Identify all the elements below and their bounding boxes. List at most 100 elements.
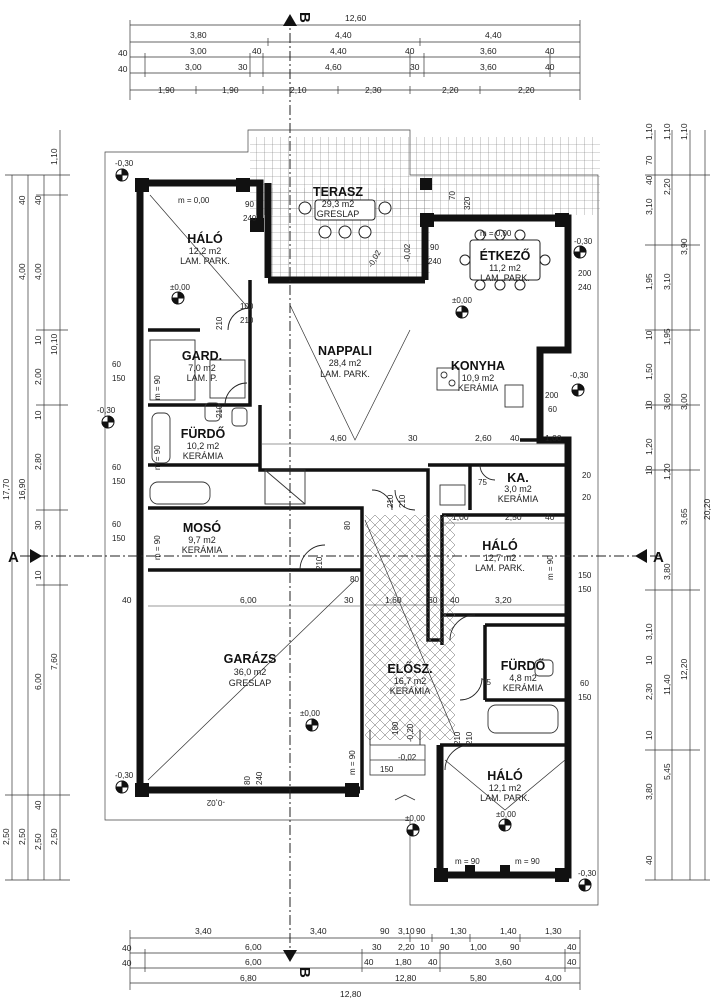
dim-total-top: 12,60 [345, 13, 367, 23]
dim-left-c1-2: 7,60 [49, 653, 59, 670]
level-marker-icon [171, 291, 185, 305]
room-area: 12,2 m2 [189, 246, 222, 256]
room-floor: KERÁMIA [458, 383, 499, 393]
column-blocks [135, 178, 569, 882]
room-area: 12,1 m2 [489, 783, 522, 793]
note-210: 210 [315, 556, 324, 570]
interior-dim: 4,60 [330, 433, 347, 443]
room-area: 10,2 m2 [187, 441, 220, 451]
level-label: -0,30 [570, 371, 589, 380]
note-150: 150 [578, 585, 592, 594]
room-moso: MOSÓ 9,7 m2 KERÁMIA [182, 520, 223, 555]
level-marker-icon [305, 718, 319, 732]
dim-bot-r4-2: 5,80 [470, 973, 487, 983]
note-20: 20 [582, 493, 591, 502]
dim-bot-r4-3: 4,00 [545, 973, 562, 983]
note-200: 200 [545, 391, 559, 400]
note-240: 240 [255, 771, 264, 785]
room-floor: KERÁMIA [390, 686, 431, 696]
entrance-steps [369, 744, 426, 801]
dim-bot-r3-6: 40 [567, 957, 577, 967]
interior-dim: 40 [122, 595, 132, 605]
dimension-labels-top: 12,60 3,80 4,40 4,40 40 3,00 40 4,40 40 … [118, 13, 555, 95]
dim-bot-r2-3: 2,20 [398, 942, 415, 952]
dim-top-r3-5: 3,60 [480, 62, 497, 72]
note-75: 75 [482, 678, 491, 687]
note-80: 80 [350, 575, 359, 584]
note-240: 240 [243, 214, 257, 223]
interior-dims-lines [148, 443, 565, 607]
room-floor: KERÁMIA [498, 494, 539, 504]
interior-dims: 6,00 4,60 30 2,60 40 1,00 3,20 1,60 60 4… [122, 433, 562, 605]
room-floor: LAM. PARK. [180, 256, 230, 266]
level-label: ±0,00 [405, 814, 426, 823]
dim-left-c1-3: 2,50 [49, 828, 59, 845]
level-marker-icon [101, 415, 115, 429]
room-area: 36,0 m2 [234, 667, 267, 677]
level-marker-icon [115, 168, 129, 182]
dim-right-c3-9: 10 [644, 465, 654, 475]
dim-right-c2-6: 3,80 [662, 563, 672, 580]
dim-bot-r3-0: 40 [122, 958, 132, 968]
dim-left-c2-5: 2,80 [33, 453, 43, 470]
room-furdo-2: FÜRDŐ 4,8 m2 KERÁMIA [501, 658, 546, 693]
room-halo-3: HÁLÓ 12,1 m2 LAM. PARK. [480, 768, 530, 803]
interior-dim: 2,50 [505, 512, 522, 522]
section-lines [20, 15, 660, 960]
level-label: -0,30 [115, 159, 134, 168]
note-210: 210 [398, 494, 407, 508]
room-area: 7,0 m2 [188, 363, 216, 373]
dim-bot-r4-1: 12,80 [395, 973, 417, 983]
level-label: ±0,00 [452, 296, 473, 305]
room-name: HÁLÓ [487, 768, 523, 783]
level-label: ±0,00 [300, 709, 321, 718]
dim-top-r2-5: 3,60 [480, 46, 497, 56]
room-halo-1: HÁLÓ 12,2 m2 LAM. PARK. [180, 231, 230, 266]
level-marker-icon [578, 878, 592, 892]
dim-top-r2-4: 40 [405, 46, 415, 56]
note-210: 210 [465, 731, 474, 745]
dim-right-c3-5: 10 [644, 330, 654, 340]
note-m0: m = 0,00 [178, 196, 210, 205]
note-150: 150 [578, 571, 592, 580]
note-m90: m = 90 [455, 857, 480, 866]
note-m90: m = 90 [153, 375, 162, 400]
dim-right-c2-3: 1,95 [662, 328, 672, 345]
dim-right-c3-12: 2,30 [644, 683, 654, 700]
room-floor: LAM. PARK. [480, 793, 530, 803]
room-area: 11,2 m2 [489, 263, 521, 273]
dim-left-c2-0: 40 [33, 195, 43, 205]
note-240: 240 [428, 257, 442, 266]
room-name: HÁLÓ [482, 538, 518, 553]
room-name: FÜRDŐ [181, 426, 226, 441]
level-marker-icon [573, 245, 587, 259]
room-name: GARD. [182, 349, 222, 363]
dim-right-c3-10: 3,10 [644, 623, 654, 640]
interior-dim: 1,00 [452, 512, 469, 522]
dim-total-bottom: 12,80 [340, 989, 362, 999]
dim-left-c3-1: 4,00 [17, 263, 27, 280]
level-label: -0,02 [206, 798, 225, 807]
room-garazs: GARÁZS 36,0 m2 GRESLAP [224, 651, 277, 688]
dim-right-c2-7: 11,40 [662, 674, 672, 695]
room-name: HÁLÓ [187, 231, 223, 246]
interior-dim: 1,60 [385, 595, 402, 605]
room-area: 10,9 m2 [462, 373, 495, 383]
dim-right-c2-4: 3,60 [662, 393, 672, 410]
interior-dim: 3,20 [495, 595, 512, 605]
room-name: MOSÓ [183, 520, 221, 535]
dining-furniture [459, 229, 551, 291]
note-150: 150 [112, 374, 126, 383]
dim-right-c2-2: 3,10 [662, 273, 672, 290]
note-320: 320 [463, 196, 472, 210]
misc-notes: m = 0,00 m = 0,00 m = 90 m = 90 90 240 9… [112, 191, 592, 866]
dim-top-1: 3,80 [190, 30, 207, 40]
note-m90: m = 90 [348, 750, 357, 775]
note-m90: m = 90 [546, 555, 555, 580]
interior-dim: 6,00 [240, 595, 257, 605]
dim-top-r2-3: 4,40 [330, 46, 347, 56]
dim-top-r3-4: 30 [410, 62, 420, 72]
level-labels: -0,30 ±0,00 -0,30 ±0,00 -0,30 -0,30 -0,3… [97, 159, 597, 878]
dim-bot-r3-3: 1,80 [395, 957, 412, 967]
